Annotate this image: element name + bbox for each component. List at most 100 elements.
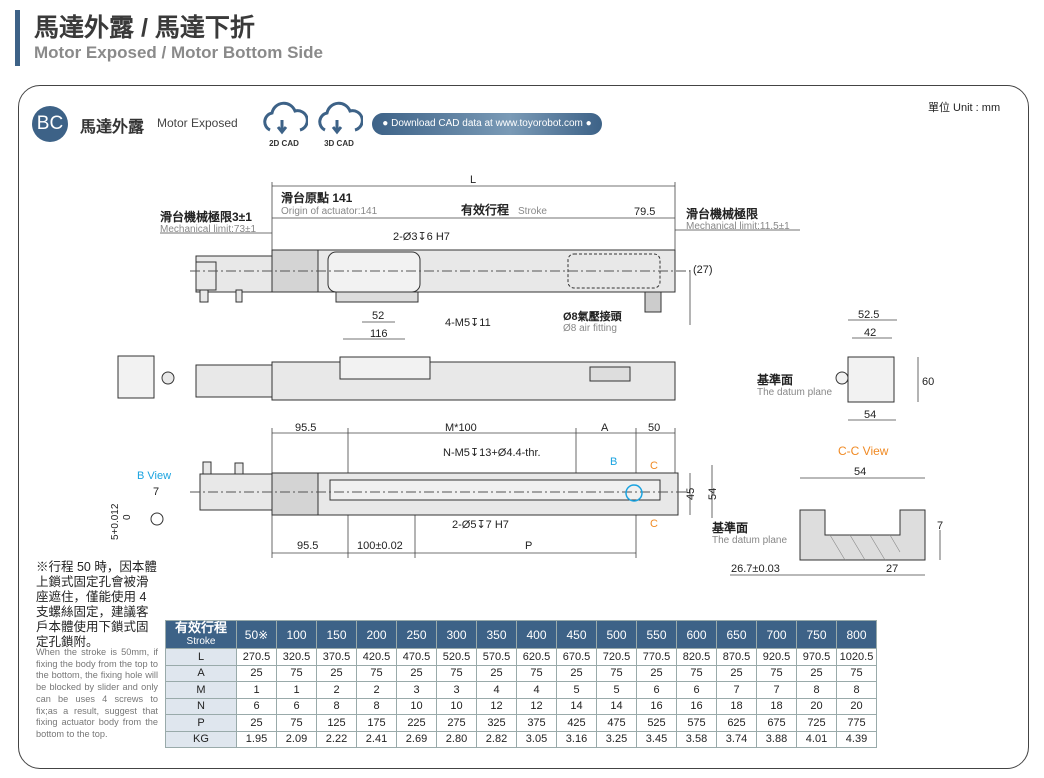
table-cell: 25: [316, 664, 357, 682]
dim-52-5: 52.5: [858, 309, 879, 321]
table-cell: 2.41: [356, 730, 397, 748]
table-cell: 4.01: [796, 730, 837, 748]
table-cell: 520.5: [436, 648, 477, 666]
origin-en: Origin of actuator:141: [281, 206, 378, 217]
dim-52: 52: [372, 310, 384, 322]
table-cell: 12: [476, 697, 517, 715]
table-cell: 6: [636, 681, 677, 699]
table-cell: 8: [796, 681, 837, 699]
cad-3d-button[interactable]: 3D CAD: [315, 100, 364, 148]
stroke-zh: 有效行程: [461, 202, 509, 217]
dim-79-5: 79.5: [634, 206, 655, 218]
table-cell: 25: [236, 714, 277, 732]
cad-3d-label: 3D CAD: [324, 139, 354, 148]
table-cell: 1.95: [236, 730, 277, 748]
header-zh: 有效行程: [174, 619, 227, 635]
table-cell: 2.09: [276, 730, 317, 748]
header-stroke-cell: 150: [316, 620, 357, 649]
table-cell: 75: [356, 664, 397, 682]
table-cell: 12: [516, 697, 557, 715]
section-title-zh: 馬達外露: [80, 119, 145, 136]
cc-view-title: C-C View: [838, 444, 889, 458]
row-label: L: [165, 648, 237, 666]
table-cell: 14: [556, 697, 597, 715]
table-cell: 2.22: [316, 730, 357, 748]
table-cell: 3.88: [756, 730, 797, 748]
table-cell: 3.74: [716, 730, 757, 748]
c-marker-bottom: C: [650, 518, 658, 530]
table-cell: 16: [676, 697, 717, 715]
dim-tolerance: 5+0.012: [110, 503, 121, 540]
table-cell: 7: [716, 681, 757, 699]
dim-A: A: [601, 422, 609, 434]
cad-2d-button[interactable]: 2D CAD: [260, 100, 309, 148]
table-cell: 4: [516, 681, 557, 699]
dim-116: 116: [370, 328, 388, 340]
dim-L: L: [470, 174, 476, 186]
table-cell: 6: [276, 697, 317, 715]
dim-60: 60: [922, 376, 934, 388]
table-cell: 2: [356, 681, 397, 699]
table-cell: 770.5: [636, 648, 677, 666]
table-cell: 3.25: [596, 730, 637, 748]
header-stroke-cell: 650: [716, 620, 757, 649]
table-cell: 420.5: [356, 648, 397, 666]
cloud-download-icon: [318, 101, 364, 135]
table-cell: 25: [796, 664, 837, 682]
table-cell: 18: [756, 697, 797, 715]
content-panel: [18, 85, 1029, 769]
table-cell: 475: [596, 714, 637, 732]
table-cell: 6: [236, 697, 277, 715]
dim-50: 50: [648, 422, 660, 434]
dim-m100: M*100: [445, 422, 477, 434]
table-cell: 2.69: [396, 730, 437, 748]
header-en: Stroke: [186, 635, 216, 647]
table-cell: 75: [436, 664, 477, 682]
table-cell: 625: [716, 714, 757, 732]
table-cell: 8: [836, 681, 877, 699]
dim-54-end: 54: [864, 409, 876, 421]
table-cell: 7: [756, 681, 797, 699]
table-cell: 5: [596, 681, 637, 699]
dim-P: P: [525, 540, 532, 552]
row-label: A: [165, 664, 237, 682]
section-title-en: Motor Exposed: [157, 116, 238, 130]
download-cad-link[interactable]: ● Download CAD data at www.toyorobot.com…: [372, 113, 602, 135]
pin5-label: 2-Ø5↧7 H7: [452, 519, 509, 531]
table-cell: 75: [756, 664, 797, 682]
end-view: [835, 356, 895, 403]
header-stroke-cell: 350: [476, 620, 517, 649]
table-cell: 2.82: [476, 730, 517, 748]
header-stroke-cell: 700: [756, 620, 797, 649]
dim-95-5-top: 95.5: [295, 422, 316, 434]
b-view-title: B View: [137, 470, 171, 482]
row-label: P: [165, 714, 237, 732]
title-accent-bar: [15, 10, 20, 66]
page-title: 馬達外露 / 馬達下折: [34, 14, 255, 42]
dim-27-cc: 27: [886, 563, 898, 575]
dim-26-7: 26.7±0.03: [731, 563, 780, 575]
origin-zh: 滑台原點 141: [281, 190, 353, 205]
table-cell: 16: [636, 697, 677, 715]
table-cell: 920.5: [756, 648, 797, 666]
header-stroke-cell: 200: [356, 620, 397, 649]
note-en: When the stroke is 50mm, if fixing the b…: [36, 647, 158, 739]
table-cell: 720.5: [596, 648, 637, 666]
b-marker-label: B: [610, 456, 617, 468]
dimension-lines: [160, 182, 941, 576]
table-cell: 4.39: [836, 730, 877, 748]
cc-section-view: [799, 509, 926, 561]
b-view-hole: [150, 512, 164, 526]
dim-54-side: 54: [707, 488, 719, 500]
section-badge: BC: [32, 106, 68, 142]
b-view-marker: [625, 484, 643, 502]
table-cell: 25: [476, 664, 517, 682]
table-cell: 3.05: [516, 730, 557, 748]
table-cell: 25: [716, 664, 757, 682]
datum-en: The datum plane: [757, 387, 832, 398]
